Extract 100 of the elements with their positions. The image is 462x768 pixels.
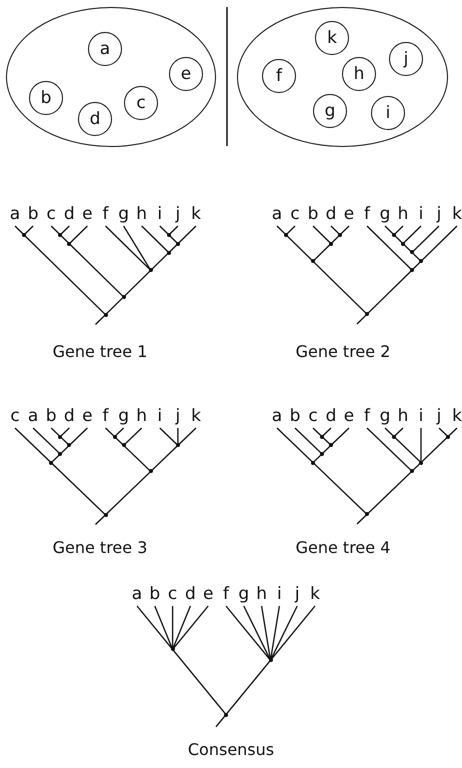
tree-branch (24, 234, 106, 316)
tree-branch (402, 243, 412, 253)
taxon-label: b (290, 407, 300, 425)
tree-branch (50, 462, 106, 516)
tree-branch (420, 436, 448, 464)
taxon-label: e (202, 585, 214, 603)
taxon-label: c (46, 205, 56, 223)
taxon-label: k (452, 205, 462, 223)
taxon-label: j (294, 585, 300, 603)
root-stub (95, 314, 106, 325)
branch-point (419, 259, 423, 264)
letter-circle: b (29, 81, 63, 115)
tree-branch (60, 436, 70, 446)
tree-branch (172, 606, 191, 650)
letter-circle: h (342, 57, 376, 91)
tree-branch (105, 428, 115, 438)
taxon-label: f (223, 585, 229, 603)
taxon-label: c (10, 407, 20, 425)
tree-branch (412, 260, 422, 271)
branch-point (122, 443, 126, 448)
tree-branch (312, 462, 368, 515)
tree-branch (24, 226, 34, 236)
tree-branch (14, 226, 24, 236)
tree-branch (322, 428, 332, 438)
tree-branch (172, 649, 226, 715)
root-stub (95, 514, 106, 525)
tree-branch (322, 444, 332, 454)
root-stub (216, 714, 226, 728)
tree-branch (402, 226, 422, 244)
taxon-label: g (380, 407, 390, 425)
tree-branch (68, 243, 124, 298)
tree-branch (394, 234, 404, 244)
taxon-label: g (118, 407, 129, 425)
tree-branch (172, 606, 209, 650)
tree-branch (312, 226, 332, 244)
taxon-label: j (176, 407, 180, 425)
tree-branch (154, 606, 174, 650)
taxon-label: c (168, 585, 178, 603)
tree-branch (141, 226, 170, 254)
tree-branch (177, 428, 196, 446)
branch-point (268, 658, 272, 662)
taxon-label: d (64, 205, 75, 223)
taxon-label: c (290, 205, 300, 223)
branch-point (104, 312, 108, 317)
tree-caption: Gene tree 3 (52, 538, 148, 558)
taxon-label: k (310, 585, 320, 603)
tree-branch (276, 226, 286, 236)
tree-branch (394, 226, 404, 236)
taxon-label: k (191, 407, 201, 425)
tree-branch (105, 226, 152, 271)
taxon-label: j (176, 205, 180, 223)
tree-branch (312, 453, 322, 464)
branch-point (176, 242, 180, 246)
tree-branch (150, 252, 170, 271)
tree-branch (394, 436, 422, 464)
tree-branch (294, 428, 322, 454)
letter-circle: f (262, 59, 296, 93)
branch-point (58, 434, 62, 439)
branch-point (166, 250, 171, 255)
tree-branch (286, 234, 314, 262)
taxon-label: a (272, 407, 282, 425)
tree-caption: Gene tree 1 (52, 342, 148, 362)
tree-branch (366, 270, 412, 315)
branch-point (176, 443, 180, 448)
taxon-label: g (380, 205, 390, 223)
tree-branch (68, 428, 88, 446)
tree-branch (330, 234, 340, 244)
tree-branch (412, 462, 422, 472)
tree-branch (159, 226, 170, 236)
taxon-label: d (326, 205, 336, 223)
tree-branch (270, 606, 298, 661)
tree-branch (330, 428, 350, 446)
taxon-label: b (46, 407, 57, 425)
tree-branch (270, 606, 316, 661)
branch-point (49, 460, 54, 465)
tree-branch (276, 428, 314, 464)
group-ellipse (6, 7, 216, 147)
taxon-label: i (418, 407, 424, 425)
tree-branch (340, 226, 350, 236)
tree-branch (123, 428, 142, 446)
taxon-label: h (398, 205, 408, 223)
branch-point (329, 242, 333, 246)
tree-branch (105, 470, 152, 516)
tree-branch (159, 428, 178, 446)
tree-branch (412, 226, 440, 253)
taxon-label: i (157, 205, 162, 223)
branch-point (401, 242, 405, 246)
letter-circle: c (124, 86, 158, 120)
letter-circle: i (371, 96, 405, 130)
taxon-label: d (64, 407, 75, 425)
letter-circle: a (88, 32, 122, 66)
branch-point (104, 512, 108, 517)
letter-circle: k (315, 21, 349, 55)
taxon-label: b (149, 585, 160, 603)
tree-branch (412, 252, 422, 262)
branch-point (410, 268, 414, 272)
taxon-label: e (82, 205, 93, 223)
taxon-label: g (238, 585, 250, 603)
tree-branch (32, 428, 61, 455)
tree-branch (312, 243, 332, 262)
